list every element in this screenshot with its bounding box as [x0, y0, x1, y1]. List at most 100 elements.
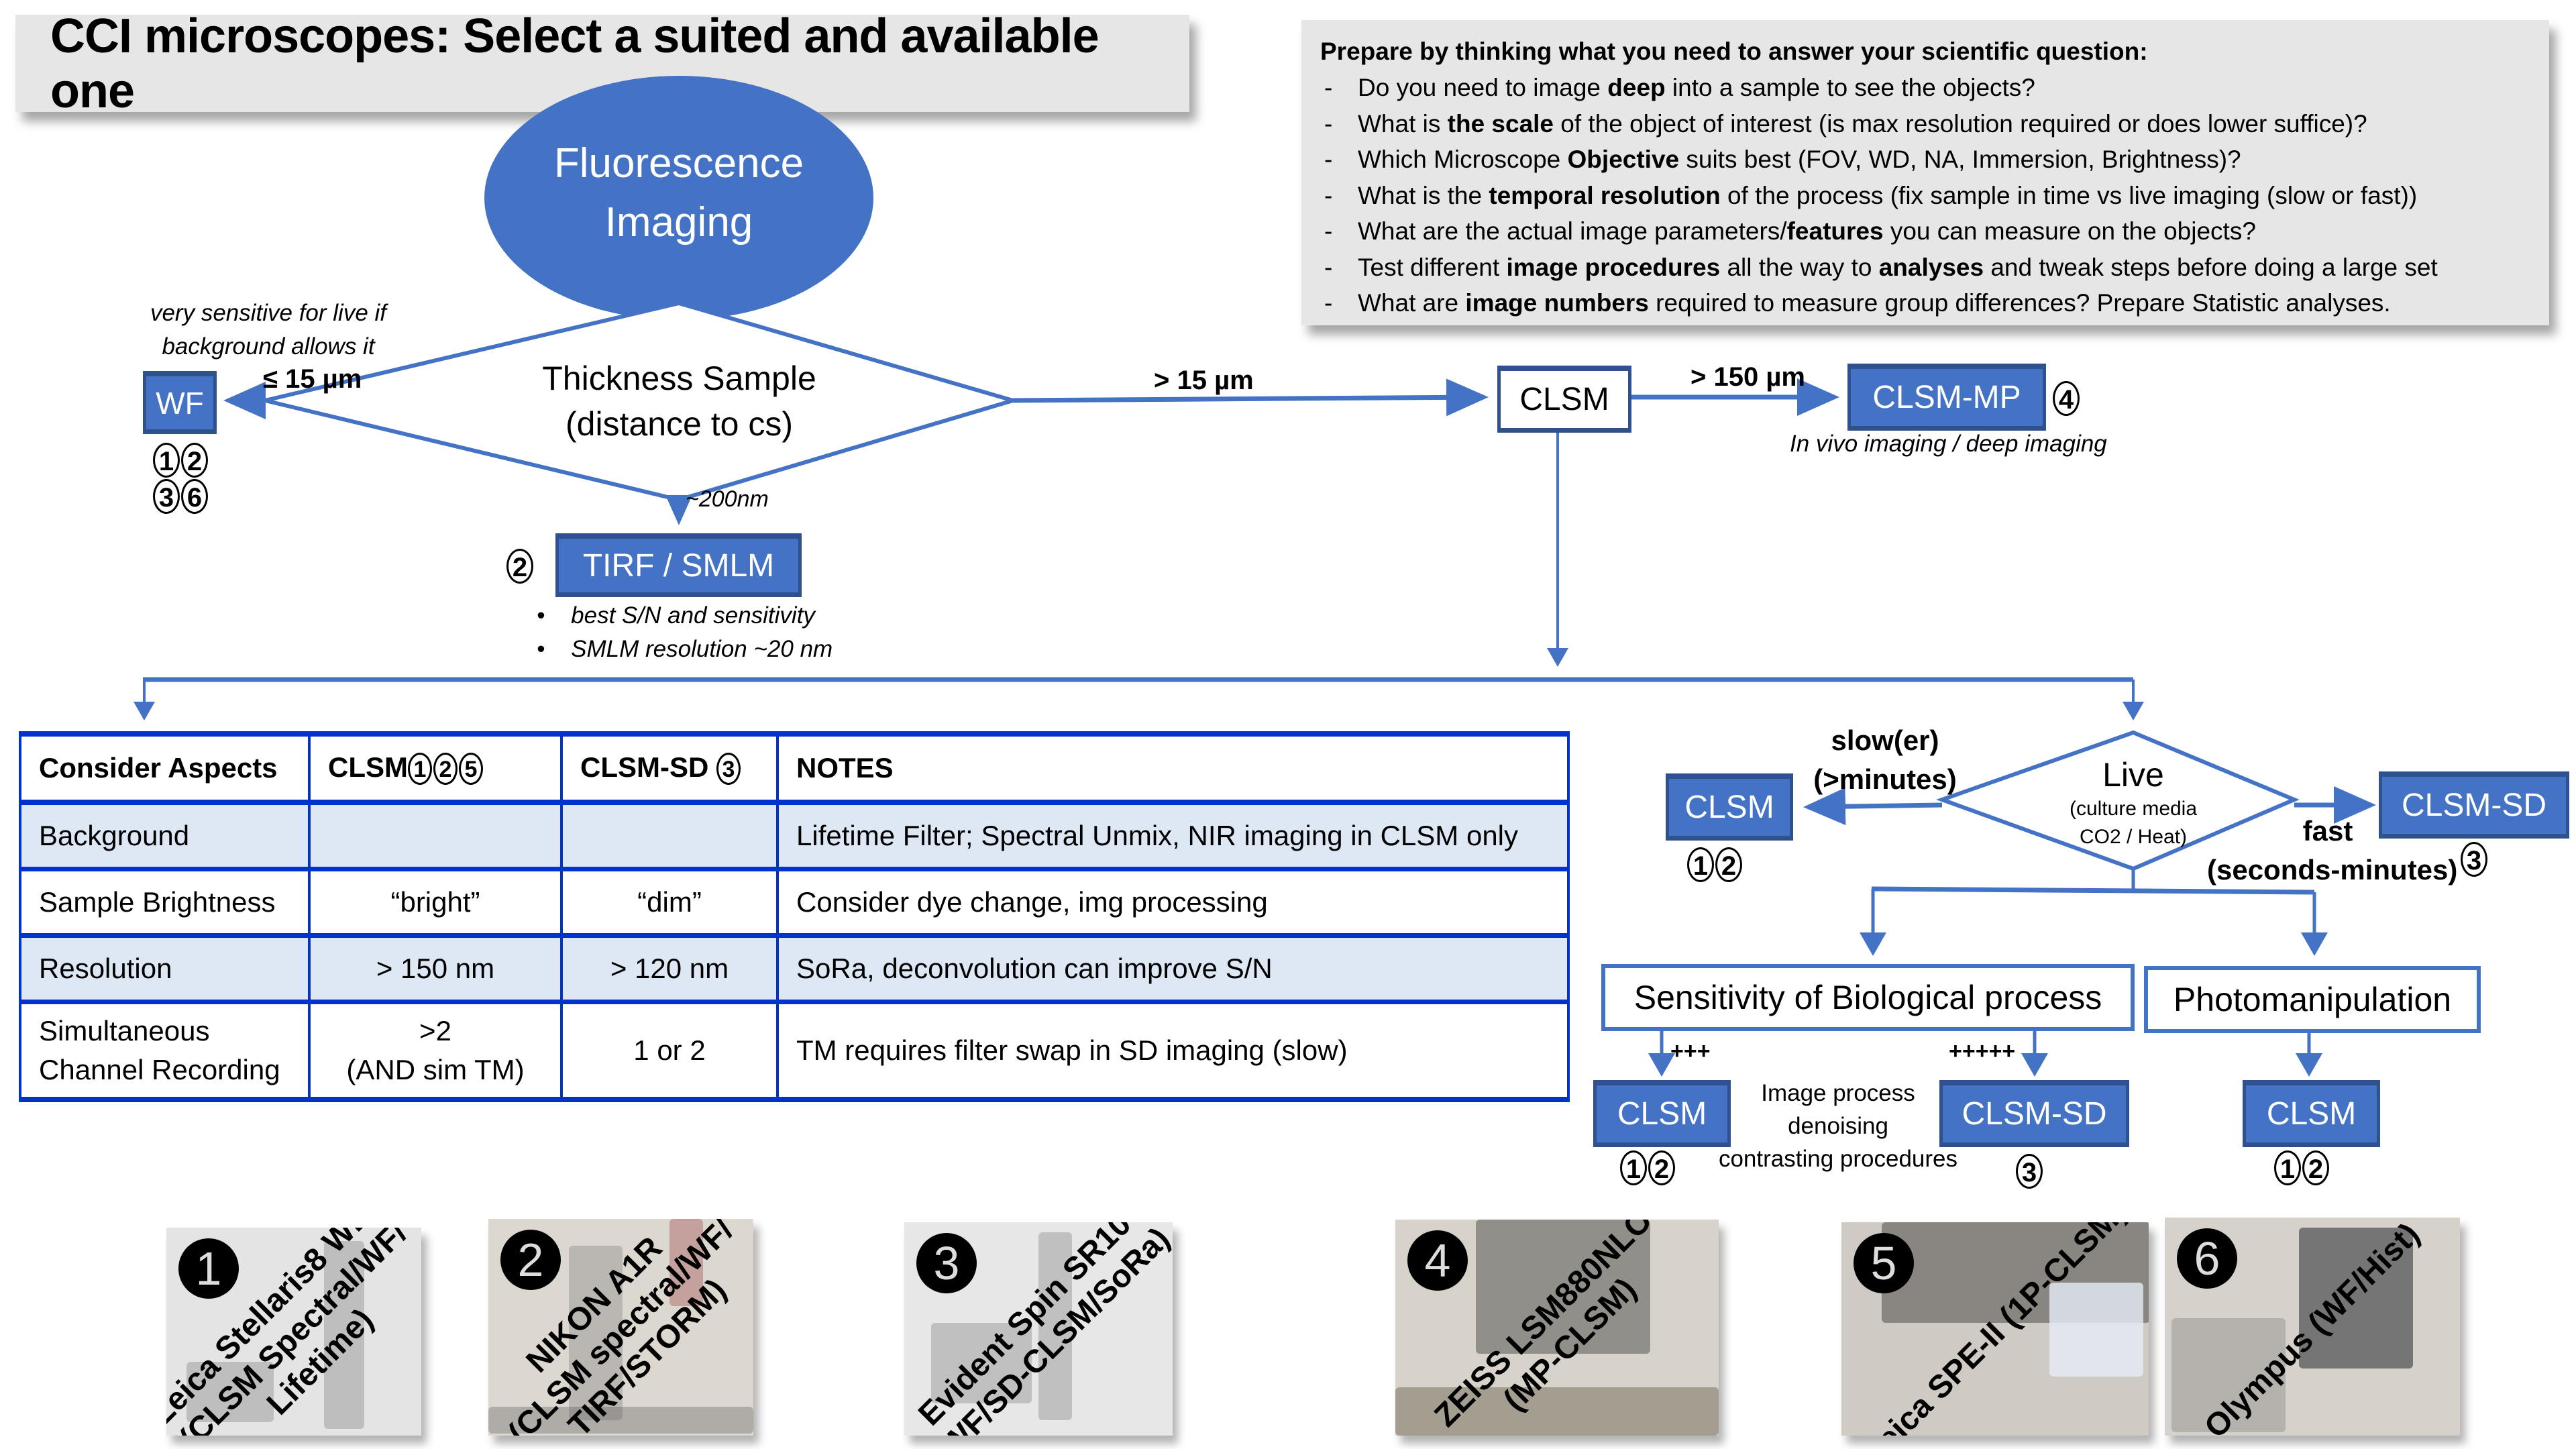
cell-aspect: Resolution — [19, 933, 311, 1004]
edge-label-fast: fast (seconds-minutes) — [2207, 812, 2457, 890]
wf-node[interactable]: WF — [143, 371, 217, 434]
clsm-sd-fast-node[interactable]: CLSM-SD — [2379, 771, 2569, 839]
emphasis-text: image numbers — [1465, 289, 1649, 317]
item-text: you can measure on the objects? — [1883, 217, 2256, 245]
cell-aspect-line2: Channel Recording — [39, 1054, 280, 1085]
wf-note: very sensitive for live if background al… — [127, 297, 409, 364]
emphasis-text: deep — [1607, 74, 1666, 101]
ref-badge: 2 — [506, 549, 533, 584]
col-header-text: NOTES — [796, 752, 894, 784]
clsm-slow-label: CLSM — [1684, 790, 1774, 825]
ref-badge: 2 — [181, 443, 208, 478]
preparation-item: What is the scale of the object of inter… — [1320, 106, 2530, 142]
clsm-sd-fast-ref: 3 — [2461, 842, 2489, 877]
tirf-bullet-text: best S/N and sensitivity — [571, 602, 815, 629]
cell-clsm: > 150 nm — [308, 933, 563, 1004]
sensitivity-node[interactable]: Sensitivity of Biological process — [1601, 964, 2135, 1031]
preparation-heading: Prepare by thinking what you need to ans… — [1320, 38, 2148, 65]
microscope-number-badge: 2 — [500, 1230, 561, 1290]
microscope-photo-4[interactable]: 4 ZEISS LSM880NLO (MP-CLSM) — [1395, 1220, 1719, 1436]
image-process-note: Image process denoising contrasting proc… — [1704, 1077, 1972, 1175]
emphasis-text: temporal resolution — [1489, 181, 1721, 209]
item-text: Which Microscope — [1358, 146, 1568, 173]
cell-aspect: Background — [19, 800, 311, 871]
note-line2: denoising — [1788, 1113, 1888, 1139]
microscope-photo-2[interactable]: 2 NIKON A1R (CLSM spectral/WF/ TIRF/STOR… — [488, 1219, 753, 1436]
clsm-sd-sensitive-high-node[interactable]: CLSM-SD — [1939, 1080, 2129, 1147]
preparation-item: What is the temporal resolution of the p… — [1320, 178, 2530, 214]
clsm-sd-high-label: CLSM-SD — [1962, 1096, 2107, 1132]
clsm-label: CLSM — [1519, 382, 1609, 417]
item-text: of the object of interest (is max resolu… — [1554, 109, 2367, 138]
live-line2: (culture media — [2069, 798, 2198, 820]
fast-line1: fast — [2302, 815, 2353, 847]
ref-badge: 1 — [1620, 1150, 1647, 1185]
start-line2: Imaging — [604, 199, 753, 246]
tirf-ref: 2 — [506, 549, 535, 584]
microscope-photo-6[interactable]: 6 Olympus (WF/Hist) — [2165, 1218, 2460, 1436]
edge-thickness-clsm — [1012, 378, 1489, 417]
note-line3: contrasting procedures — [1718, 1146, 1958, 1172]
ref-badge: 1 — [2274, 1150, 2301, 1185]
tirf-bullets: • best S/N and sensitivity • SMLM resolu… — [537, 599, 833, 666]
clsm-photo-node[interactable]: CLSM — [2243, 1080, 2380, 1147]
clsm-sensitive-low-node[interactable]: CLSM — [1593, 1080, 1731, 1147]
live-line1: Live — [2102, 756, 2164, 794]
ref-badge: 6 — [181, 479, 208, 514]
emphasis-text: the scale — [1447, 109, 1554, 138]
microscope-number-badge: 1 — [178, 1238, 239, 1299]
photomanipulation-node[interactable]: Photomanipulation — [2144, 966, 2481, 1033]
item-text: all the way to — [1720, 253, 1879, 281]
tirf-bullet: • SMLM resolution ~20 nm — [537, 636, 833, 662]
item-text: suits best (FOV, WD, NA, Immersion, Brig… — [1679, 146, 2241, 173]
cell-notes: TM requires filter swap in SD imaging (s… — [776, 1000, 1570, 1102]
cell-clsm-line1: >2 — [419, 1015, 451, 1046]
ref-badge: 1 — [153, 443, 180, 478]
item-text: What are the actual image parameters/ — [1358, 217, 1787, 245]
clsm-node[interactable]: CLSM — [1497, 366, 1631, 433]
ref-badge: 3 — [716, 753, 741, 785]
emphasis-text: features — [1786, 217, 1884, 245]
cell-aspect-line1: Simultaneous — [39, 1015, 210, 1046]
photomanipulation-label: Photomanipulation — [2173, 981, 2452, 1018]
microscope-photo-1[interactable]: 1 Leica Stellaris8 WLL (CLSM Spectral/WF… — [166, 1228, 421, 1436]
col-header-text: CLSM-SD — [580, 751, 716, 783]
item-text: What is — [1358, 109, 1448, 138]
wf-note-line2: background allows it — [162, 333, 375, 360]
ref-badge: 3 — [153, 479, 180, 514]
item-text: Do you need to image — [1358, 74, 1608, 101]
clsm-low-label: CLSM — [1617, 1096, 1707, 1132]
sensitivity-label: Sensitivity of Biological process — [1633, 979, 2102, 1016]
clsm-mp-ref: 4 — [2053, 381, 2081, 416]
thickness-line2: (distance to cs) — [565, 405, 793, 443]
cell-sd: 1 or 2 — [560, 1000, 779, 1102]
clsm-sd-high-ref: 3 — [2016, 1154, 2044, 1189]
clsm-slow-node[interactable]: CLSM — [1666, 773, 1793, 841]
edge-label-gt15: > 15 µm — [1154, 366, 1254, 395]
microscope-photo-5[interactable]: 5 Leica SPE-II (1P-CLSM) — [1841, 1222, 2149, 1436]
start-node-label: Fluorescence Imaging — [484, 134, 873, 252]
table-row: Background Lifetime Filter; Spectral Unm… — [19, 800, 1570, 871]
thickness-line1: Thickness Sample — [542, 360, 816, 397]
ref-badge: 2 — [1648, 1150, 1675, 1185]
microscope-number-badge: 5 — [1854, 1233, 1914, 1293]
slow-line1: slow(er) — [1831, 724, 1939, 756]
preparation-item: Test different image procedures all the … — [1320, 250, 2530, 286]
col-header: Consider Aspects — [19, 731, 311, 805]
tirf-smlm-node[interactable]: TIRF / SMLM — [555, 533, 802, 597]
microscope-number-badge: 4 — [1407, 1230, 1468, 1291]
live-label: Live (culture media CO2 / Heat) — [2033, 755, 2234, 851]
slow-line2: (>minutes) — [1813, 763, 1957, 795]
start-line1: Fluorescence — [553, 140, 804, 186]
clsm-mp-node[interactable]: CLSM-MP — [1847, 364, 2046, 431]
microscope-photo-3[interactable]: 3 Evident Spin SR10 (WF/SD-CLSM/SoRa) — [904, 1222, 1173, 1436]
preparation-panel: Prepare by thinking what you need to ans… — [1301, 20, 2549, 325]
cell-clsm: >2(AND sim TM) — [308, 1000, 563, 1102]
ref-badge: 4 — [2053, 381, 2080, 416]
preparation-item: What are image numbers required to measu… — [1320, 285, 2530, 321]
